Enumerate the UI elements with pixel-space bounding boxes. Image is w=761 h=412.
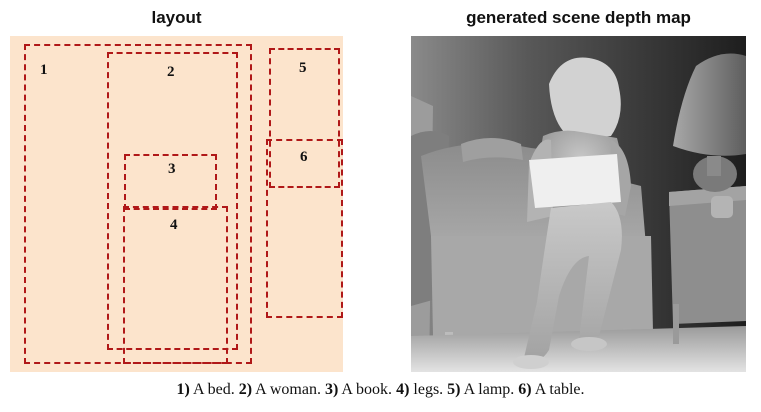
bbox-legs	[123, 206, 228, 364]
caption-num-1: 1)	[176, 381, 190, 398]
caption-num-6: 6)	[518, 381, 532, 398]
caption-num-2: 2)	[238, 381, 253, 398]
bbox-label-table: 6	[300, 149, 308, 165]
caption-num-3: 3)	[324, 381, 339, 398]
bbox-label-legs: 4	[170, 217, 178, 233]
figure-caption: 1) A bed. 2) A woman. 3) A book. 4) legs…	[0, 381, 761, 399]
bbox-label-bed: 1	[40, 62, 48, 78]
bbox-label-book: 3	[168, 161, 176, 177]
layout-panel-title: layout	[151, 8, 202, 27]
depth-map-image	[411, 36, 746, 372]
bbox-table	[266, 139, 343, 318]
caption-text-5: A lamp.	[460, 381, 519, 398]
depth-map-panel-title: generated scene depth map	[466, 8, 691, 27]
caption-text-4: legs.	[409, 381, 448, 398]
caption-text-1: A bed.	[189, 381, 239, 398]
bbox-label-woman: 2	[167, 64, 175, 80]
bbox-lamp	[269, 48, 340, 188]
caption-text-2: A woman.	[252, 381, 325, 398]
layout-canvas: 1 2 3 4 5 6	[10, 36, 343, 372]
caption-num-5: 5)	[447, 381, 461, 398]
caption-num-4: 4)	[396, 381, 410, 398]
caption-text-3: A book.	[338, 381, 397, 398]
caption-text-6: A table.	[531, 381, 585, 398]
bbox-label-lamp: 5	[299, 60, 307, 76]
bbox-woman	[107, 52, 238, 350]
bbox-book	[124, 154, 217, 210]
